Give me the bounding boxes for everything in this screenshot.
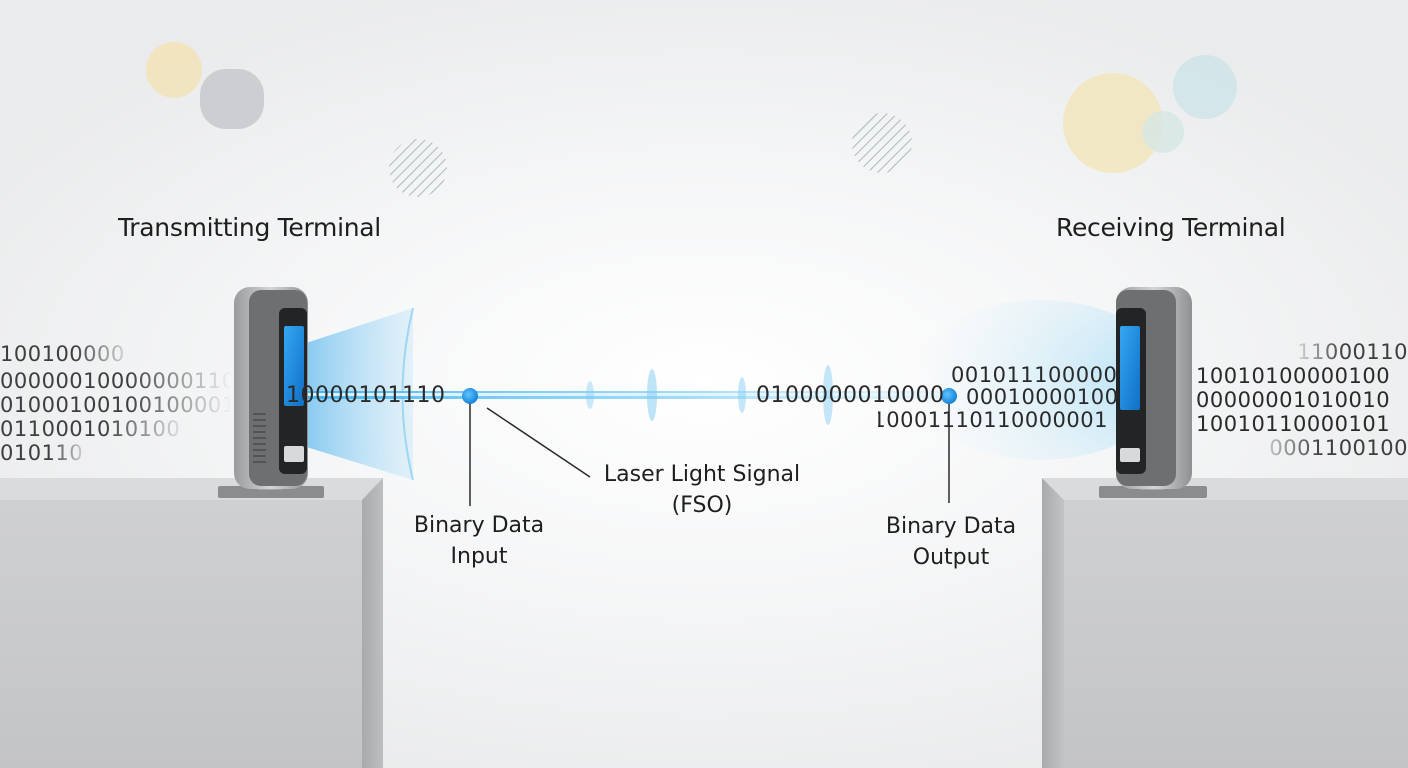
mid-beam-bits: 0100000010000 xyxy=(756,383,945,408)
pointer-lines xyxy=(469,403,950,506)
decor-circles xyxy=(146,42,1237,197)
binary-input-label: Binary Data Input xyxy=(414,510,544,572)
left-stream-row: 00000010000000110 xyxy=(0,369,232,393)
transmitting-terminal-title: Transmitting Terminal xyxy=(118,213,381,242)
binary-output-label: Binary Data Output xyxy=(886,511,1016,573)
binary-output-label-line1: Binary Data xyxy=(885,514,1017,539)
right-stream-row: 10010110000101 xyxy=(1196,412,1391,436)
left-stream-row: 010110 xyxy=(0,441,84,463)
receiver-beam-bits-mid: 00010000100 xyxy=(966,385,1119,409)
left-stream-row: 01000100100100001 xyxy=(0,393,232,417)
receiver-beam-bits-bottom: 10001110110000001 xyxy=(878,408,1108,432)
left-pedestal xyxy=(0,478,383,768)
receiver-glow xyxy=(910,300,1170,460)
binary-input-label-line1: Binary Data xyxy=(413,513,545,538)
receiving-device xyxy=(1099,287,1207,498)
right-stream-row: 10010100000100 xyxy=(1196,364,1391,388)
right-pedestal xyxy=(1042,478,1408,768)
binary-output-node xyxy=(941,388,957,404)
left-stream-row: 100100000 xyxy=(0,342,125,366)
binary-input-node xyxy=(462,388,478,404)
transmitter-beam-bits: 10000101110 xyxy=(286,383,446,408)
transmitting-device xyxy=(218,287,324,498)
receiver-beam-bits-top: 001011100000 xyxy=(951,363,1118,387)
laser-signal-label: Laser Light Signal (FSO) xyxy=(604,459,800,521)
laser-beam xyxy=(300,365,950,425)
left-stream-row: 0110001010100 xyxy=(0,417,181,441)
receiving-terminal-title: Receiving Terminal xyxy=(1056,213,1286,242)
right-stream-row: 00000001010010 xyxy=(1196,388,1391,412)
laser-signal-label-line1: Laser Light Signal xyxy=(603,462,801,487)
binary-output-label-line2: Output xyxy=(912,545,990,570)
right-stream-row: 11000110 xyxy=(1297,340,1408,364)
right-stream-row: 0001100100 xyxy=(1269,436,1408,460)
laser-signal-label-line2: (FSO) xyxy=(671,493,733,518)
binary-input-label-line2: Input xyxy=(450,544,508,569)
